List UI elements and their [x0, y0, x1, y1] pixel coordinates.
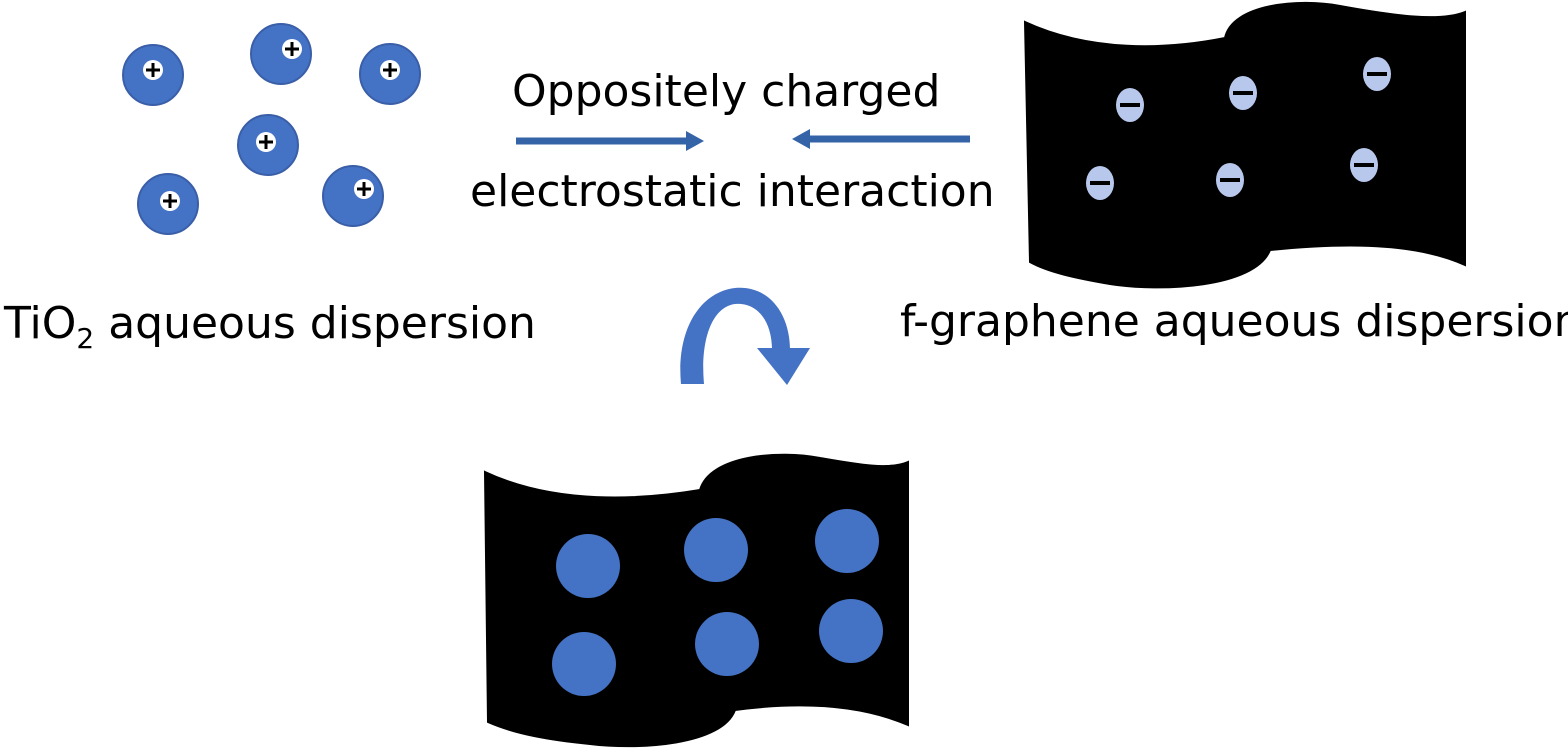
- tio2-particle-attached: [684, 518, 748, 582]
- left-arrow-icon: [792, 129, 970, 149]
- positive-particle-icon: [237, 114, 299, 176]
- positive-particle-icon: [322, 165, 384, 227]
- negative-site-icon: [1216, 163, 1244, 197]
- interaction-label-line1: Oppositely charged: [512, 66, 941, 117]
- positive-particle-icon: [359, 43, 421, 105]
- tio2-label-suffix: aqueous dispersion: [94, 298, 536, 349]
- tio2-particle-attached: [815, 509, 879, 573]
- tio2-dispersion-label: TiO2 aqueous dispersion: [4, 302, 536, 353]
- tio2-graphene-composite-icon: [483, 453, 909, 748]
- interaction-label-line2: electrostatic interaction: [470, 166, 995, 217]
- graphene-sheet-icon: [1023, 1, 1466, 289]
- tio2-formula-prefix: TiO: [4, 298, 77, 349]
- negative-site-icon: [1229, 76, 1257, 110]
- tio2-particle-attached: [819, 599, 883, 663]
- positive-particle-icon: [137, 173, 199, 235]
- negative-site-icon: [1086, 166, 1114, 200]
- tio2-particle-attached: [552, 632, 616, 696]
- positive-particle-icon: [250, 23, 312, 85]
- positive-particle-icon: [122, 44, 184, 106]
- negative-site-icon: [1350, 148, 1378, 182]
- negative-site-icon: [1116, 88, 1144, 122]
- tio2-formula-subscript: 2: [76, 322, 95, 355]
- negative-site-icon: [1363, 57, 1391, 91]
- graphene-dispersion-label: f-graphene aqueous dispersion: [900, 296, 1568, 347]
- tio2-particle-attached: [695, 612, 759, 676]
- right-arrow-icon: [516, 131, 704, 151]
- curved-arrow-icon: [680, 287, 810, 385]
- tio2-particles: [122, 23, 421, 235]
- tio2-particle-attached: [556, 534, 620, 598]
